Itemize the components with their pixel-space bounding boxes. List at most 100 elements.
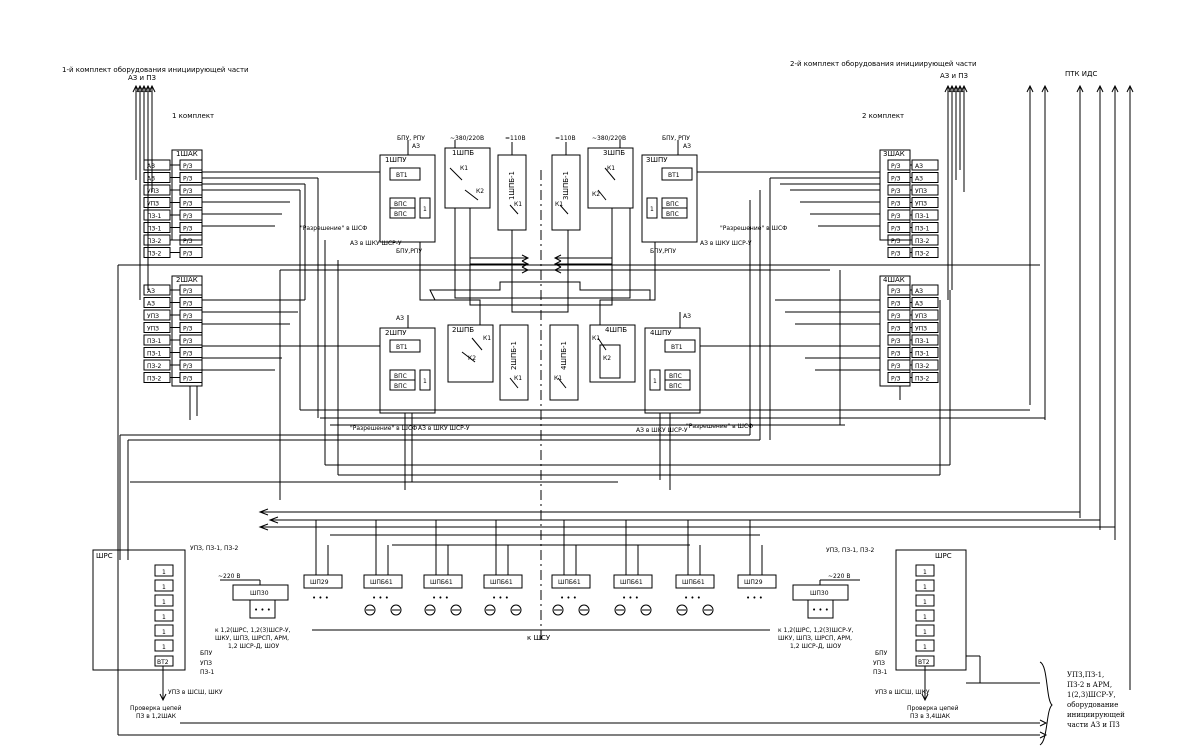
shak2-input-label: ПЗ-1 (147, 338, 162, 345)
right-set-title: 2-й комплект оборудования инициирующей ч… (790, 60, 977, 68)
bottom-module-dots: • • • (684, 594, 701, 602)
right-input-arrows (944, 84, 968, 110)
shpb3-label: 3ШПБ (603, 149, 625, 157)
shrs-left-module (154, 564, 174, 577)
shrs-left-module (154, 579, 174, 592)
shak1-rz-text: Р/З (183, 201, 193, 208)
lamp-icon (614, 604, 626, 616)
razr2-note: "Разрешение" в ШСФ (350, 425, 417, 432)
shpu3-az: АЗ (683, 143, 691, 150)
shak2-rz-text: Р/З (183, 301, 193, 308)
lamp-icon (640, 604, 652, 616)
shak3-output-label: АЗ (915, 163, 923, 170)
shak1-input-label: УПЗ (147, 201, 159, 208)
shpb3-k1: К1 (607, 165, 615, 172)
shrs-right-vt2: ВТ2 (918, 659, 930, 666)
shak2-input-label: ПЗ-2 (147, 363, 162, 370)
lamp-icon (552, 604, 564, 616)
ptk-ids-label: ПТК ИДС (1065, 70, 1097, 78)
shpu4-label: 4ШПУ (650, 329, 672, 337)
shak2-input-label: ПЗ-2 (147, 376, 162, 383)
bottom-module-shpb61 (675, 574, 715, 589)
shak1-rz-text: Р/З (183, 163, 193, 170)
bottom-module-dots: • • • (746, 594, 763, 602)
shpu1-az: АЗ (412, 143, 420, 150)
bpu1-note: БПУ,РПУ (396, 248, 422, 255)
shpbv2-cabinet: 2ШПБ-1 К1 (499, 324, 529, 401)
shrs-left-module (154, 624, 174, 637)
shak3-output-label: ПЗ-1 (915, 226, 930, 233)
left-input-arrows (132, 84, 156, 110)
shpu2-vpc-b: ВПС (394, 383, 407, 390)
shrs-right-module (915, 564, 935, 577)
legend-line-4: оборудование (1067, 701, 1118, 709)
lamp-icon (484, 604, 496, 616)
lamp-icon (510, 604, 522, 616)
bottom-return-arrow-2 (1039, 719, 1048, 727)
shp30-left-dots: • • • (254, 606, 271, 614)
razr1-note: "Разрешение" в ШСФ (300, 225, 367, 232)
bottom-module-shp29 (303, 574, 343, 589)
shrs-right-module-label: 1 (923, 614, 927, 621)
shpbv2-k1: К1 (514, 375, 522, 382)
left-dest-2: ШКУ, ШПЗ, ШРСП, АРМ, (215, 635, 289, 642)
shak4-rz-text: Р/З (891, 351, 901, 358)
shak4-rz-text: Р/З (891, 288, 901, 295)
shpb4-label: 4ШПБ (605, 326, 627, 334)
shpu4-one: 1 (653, 378, 657, 385)
shpbv3-cabinet: 3ШПБ-1 =110В К1 (551, 135, 581, 231)
check-left-1: Проверка цепей (130, 705, 182, 712)
shrs-right-module (915, 624, 935, 637)
shrs-right-upz2: УПЗ (873, 660, 885, 667)
shrs-left-module-label: 1 (162, 644, 166, 651)
shpbv1-cabinet: 1ШПБ-1 =110В К1 (497, 135, 527, 231)
shpb2-cabinet: 2ШПБ К1 К2 (447, 324, 494, 383)
shrs-left-pz1: ПЗ-1 (200, 669, 215, 676)
shak1-input-label: ПЗ-1 (147, 213, 162, 220)
shpb3-cabinet: 3ШПБ ~380/220В К1 К2 (587, 135, 634, 209)
shak1-rz-text: Р/З (183, 226, 193, 233)
v220-right: ~220 В (828, 573, 851, 580)
shrs-left-upz2: УПЗ (200, 660, 212, 667)
shpu2-vt1: ВТ1 (396, 344, 408, 351)
shak3-output-label: АЗ (915, 176, 923, 183)
upz-shsu-right: УПЗ в ШСШ, ШКУ (875, 689, 930, 696)
shak3-rz-text: Р/З (891, 238, 901, 245)
shrs-left-module-label: 1 (162, 584, 166, 591)
shak2-rz-text: Р/З (183, 288, 193, 295)
shrs-right-module-label: 1 (923, 584, 927, 591)
shak3-rz-text: Р/З (891, 213, 901, 220)
bottom-module-dots: • • • (560, 594, 577, 602)
lamp-icon (450, 604, 462, 616)
shpbv2-label: 2ШПБ-1 (510, 341, 518, 370)
bottom-return-arrow (1039, 731, 1048, 739)
shrs-right-pz1: ПЗ-1 (873, 669, 888, 676)
lamp-icon (702, 604, 714, 616)
shpu4-vt1: ВТ1 (671, 344, 683, 351)
shpu2-label: 2ШПУ (385, 329, 407, 337)
komplekt2-label: 2 комплект (862, 112, 904, 120)
shak2-rz-text: Р/З (183, 338, 193, 345)
shak2-rz-text: Р/З (183, 326, 193, 333)
left-set-title: 1-й комплект оборудования инициирующей ч… (62, 66, 249, 74)
shak4-output-label: ПЗ-2 (915, 363, 930, 370)
shpu1-one: 1 (423, 206, 427, 213)
legend-line-5: инициирующей (1067, 711, 1125, 719)
bottom-module-shp29 (737, 574, 777, 589)
bpu3-note: БПУ,РПУ (650, 248, 676, 255)
shak2-input-label: АЗ (147, 288, 155, 295)
lamp-icon (578, 604, 590, 616)
shrs-left-vt2: ВТ2 (157, 659, 169, 666)
legend-line-3: 1(2,3)ШСР-У, (1067, 691, 1116, 699)
shrs-left-module (154, 639, 174, 652)
shpb3-k2: К2 (592, 191, 600, 198)
shpu2-cabinet: 2ШПУ ВТ1 ВПС ВПС 1 АЗ (379, 315, 436, 414)
shak4-output-label: ПЗ-1 (915, 338, 930, 345)
bottom-module-label: ШПБ61 (490, 579, 513, 586)
upz-shsu-left: УПЗ в ШСШ, ШКУ (168, 689, 223, 696)
shpu1-vt1: ВТ1 (396, 172, 408, 179)
shak4-output-label: АЗ (915, 301, 923, 308)
